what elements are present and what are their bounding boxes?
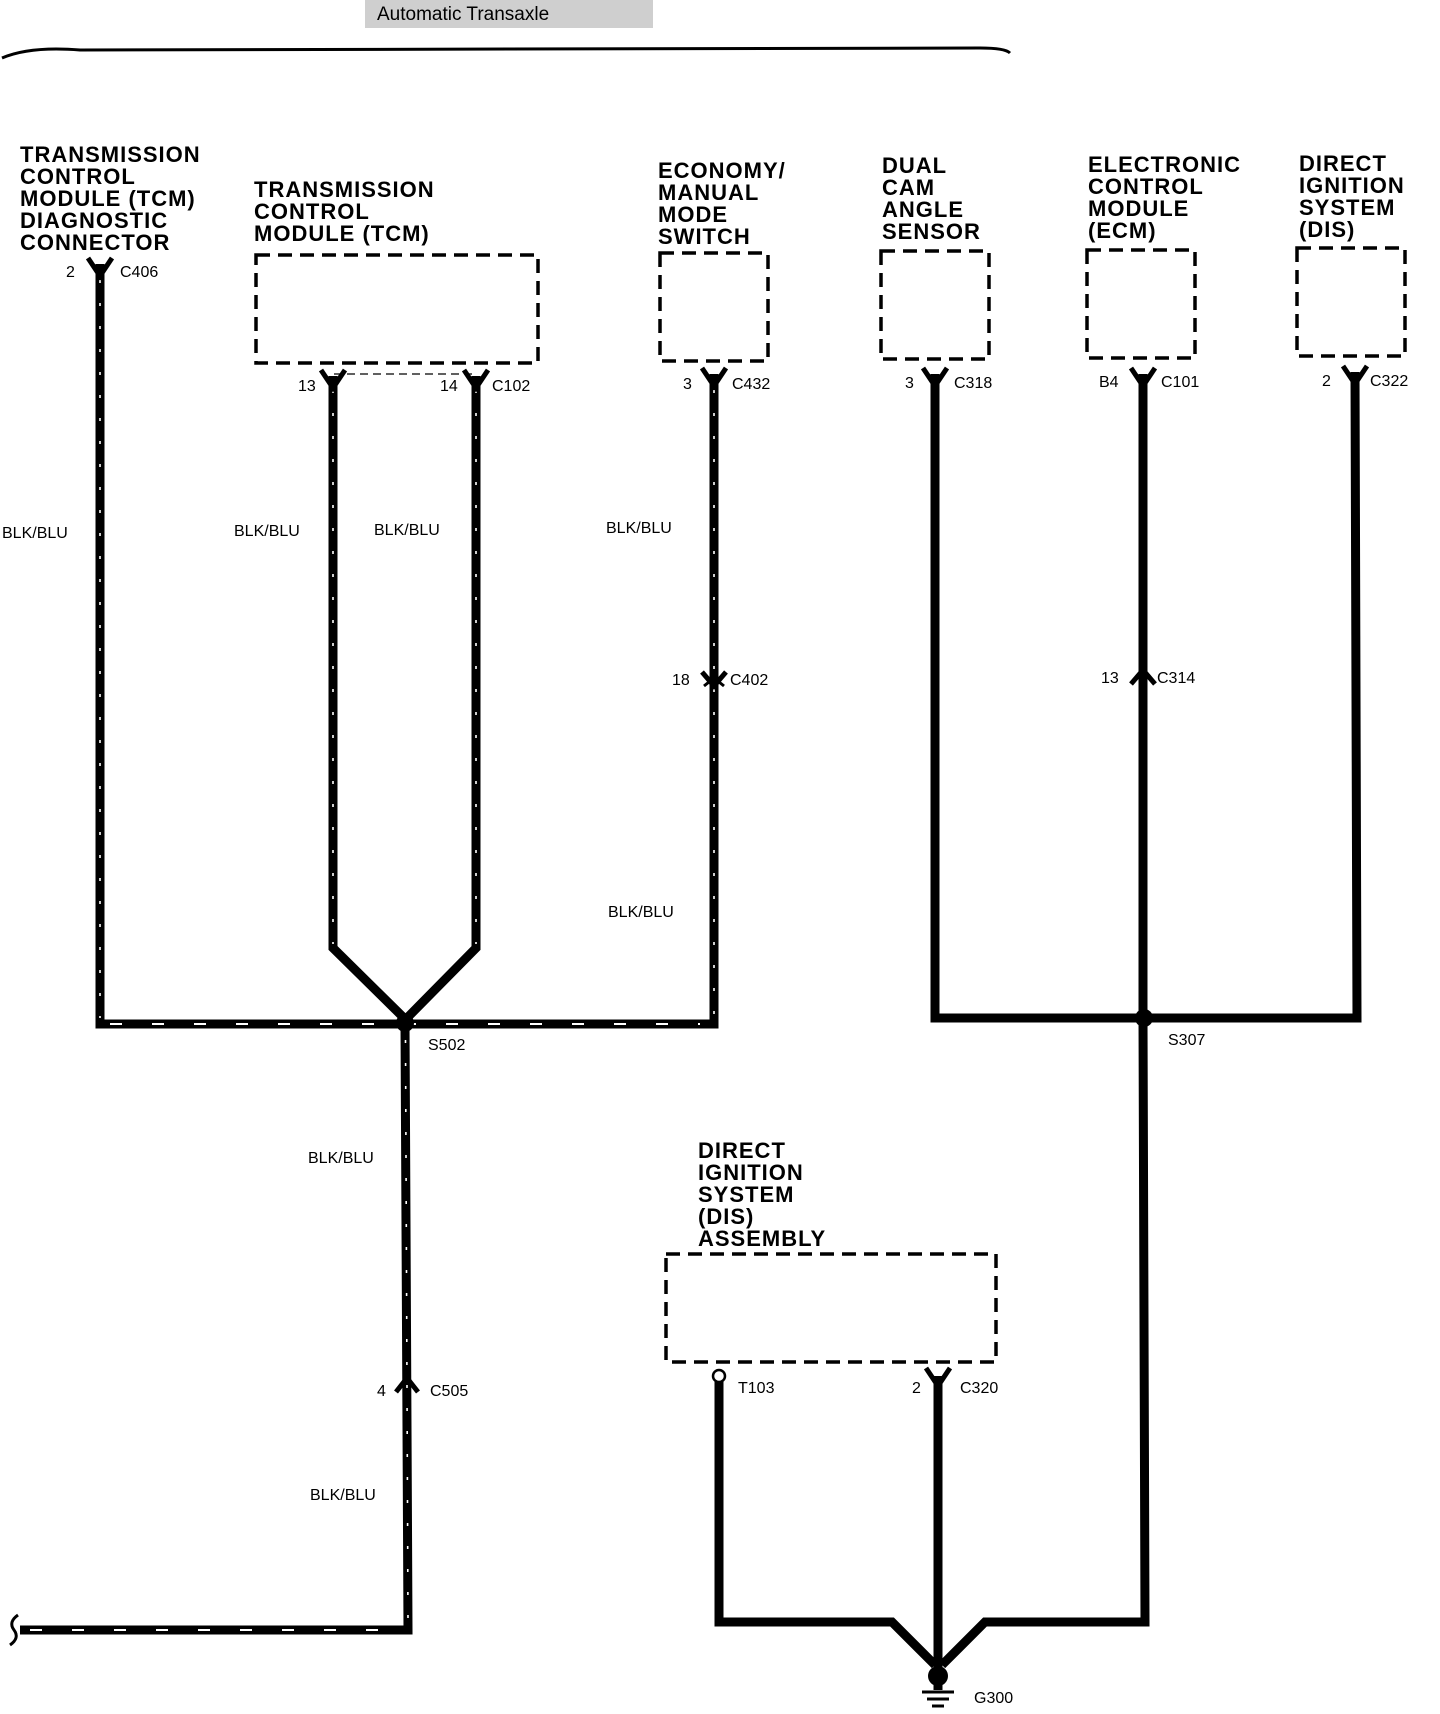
- connector-c402-bottom-icon: [703, 676, 725, 688]
- wire-color-c102-14: BLK/BLU: [374, 522, 440, 539]
- title-background: [365, 0, 653, 28]
- connector-c322-icon: [1340, 364, 1370, 389]
- pin-c102-14: 14: [440, 378, 458, 395]
- pin-c406: 2: [66, 264, 75, 281]
- ecm-box: [1085, 248, 1197, 360]
- connector-c406-icon: [85, 256, 115, 281]
- pin-c402: 18: [672, 672, 690, 689]
- connector-c505-icon: [394, 1373, 420, 1394]
- economy-manual-mode-switch-label: ECONOMY/ MANUAL MODE SWITCH: [658, 158, 793, 249]
- connector-c432-icon: [699, 366, 729, 391]
- splice-s502-icon: [396, 1014, 414, 1032]
- pin-c505: 4: [377, 1383, 386, 1400]
- wire-break-mark: [9, 1613, 19, 1647]
- conn-c314: C314: [1157, 670, 1195, 687]
- splice-s502-label: S502: [428, 1037, 465, 1054]
- dis-box: [1295, 246, 1407, 358]
- wire-s502-down: [20, 1023, 413, 1635]
- title-tab: Automatic Transaxle: [365, 0, 653, 28]
- wire-t103: [714, 1372, 939, 1669]
- header-rule: [1, 46, 1012, 60]
- pin-c314: 13: [1101, 670, 1119, 687]
- conn-c320: C320: [960, 1380, 998, 1397]
- conn-c322: C322: [1370, 373, 1408, 390]
- econ-switch-box: [658, 251, 770, 363]
- wire-c102-14: [401, 376, 481, 1024]
- wire-color-c402: BLK/BLU: [608, 904, 674, 921]
- pin-c320: 2: [912, 1380, 921, 1397]
- conn-c318: C318: [954, 375, 992, 392]
- diagram-title: Automatic Transaxle: [377, 4, 549, 25]
- wire-s307-ground: [938, 1017, 1150, 1669]
- conn-c101: C101: [1161, 374, 1199, 391]
- pin-c102-13: 13: [298, 378, 316, 395]
- dis-assembly-box: [664, 1252, 998, 1364]
- dis-label: DIRECT IGNITION SYSTEM (DIS): [1299, 151, 1412, 242]
- connector-c102-14-icon: [461, 368, 491, 393]
- dual-cam-angle-sensor-label: DUAL CAM ANGLE SENSOR: [882, 153, 981, 244]
- splice-s307-icon: [1135, 1009, 1153, 1027]
- wires: [9, 264, 1362, 1690]
- wire-color-c102-13: BLK/BLU: [234, 523, 300, 540]
- tcm-label: TRANSMISSION CONTROL MODULE (TCM): [254, 177, 442, 246]
- pin-c432: 3: [683, 376, 692, 393]
- wire-color-labels: BLK/BLU BLK/BLU BLK/BLU BLK/BLU BLK/BLU …: [2, 520, 674, 1504]
- connector-c320-icon: [923, 1366, 953, 1391]
- conn-c505: C505: [430, 1383, 468, 1400]
- dis-assembly-label: DIRECT IGNITION SYSTEM (DIS) ASSEMBLY: [698, 1138, 826, 1251]
- conn-c432: C432: [732, 376, 770, 393]
- connector-c402-top-icon: [700, 670, 728, 690]
- wire-c406: [95, 264, 400, 1029]
- pin-c322: 2: [1322, 373, 1331, 390]
- terminal-t103-icon: [711, 1368, 727, 1384]
- wire-color-c406: BLK/BLU: [2, 525, 68, 542]
- connector-c101-icon: [1128, 366, 1158, 391]
- tcm-box: [254, 253, 540, 365]
- connector-c318-icon: [920, 366, 950, 391]
- conn-c402: C402: [730, 672, 768, 689]
- pin-labels: 2 C406 13 14 C102 3 C432 18 C402 3 C318 …: [66, 264, 1408, 1707]
- wire-color-c432: BLK/BLU: [606, 520, 672, 537]
- wire-s502-stripe: [404, 1039, 409, 1621]
- connector-symbols: [85, 256, 1370, 1708]
- wire-color-c505: BLK/BLU: [310, 1487, 376, 1504]
- pin-c318: 3: [905, 375, 914, 392]
- connector-c102-13-icon: [318, 368, 348, 393]
- wire-c102-13: [328, 376, 410, 1024]
- tcm-diagnostic-connector-label: TRANSMISSION CONTROL MODULE (TCM) DIAGNO…: [20, 142, 208, 255]
- pin-c101: B4: [1099, 374, 1119, 391]
- wire-c432: [400, 374, 719, 1029]
- ground-g300-label: G300: [974, 1690, 1013, 1707]
- wire-color-s502: BLK/BLU: [308, 1150, 374, 1167]
- connector-c314-icon: [1129, 666, 1157, 686]
- conn-c406: C406: [120, 264, 158, 281]
- ground-g300-icon: [922, 1666, 954, 1708]
- splice-s307-label: S307: [1168, 1032, 1205, 1049]
- cam-sensor-box: [879, 249, 991, 361]
- ecm-label: ELECTRONIC CONTROL MODULE (ECM): [1088, 152, 1248, 243]
- conn-t103: T103: [738, 1380, 775, 1397]
- conn-c102: C102: [492, 378, 530, 395]
